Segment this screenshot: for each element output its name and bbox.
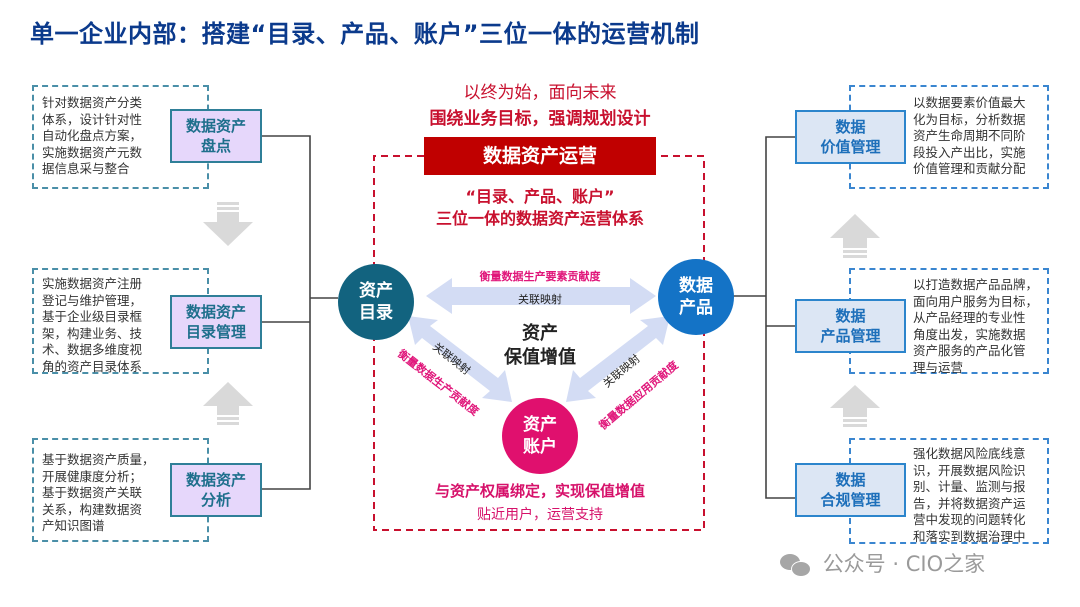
node-line: 资产 xyxy=(523,415,557,435)
desc-line: 和落实到数据治理中 xyxy=(913,528,1026,544)
asset-catalog-management-box[interactable]: 数据资产 目录管理 xyxy=(170,295,262,349)
box-line: 数据资产 xyxy=(185,471,246,489)
node-line: 产品 xyxy=(679,298,713,318)
analysis-description: 基于数据资产质量， 开展健康度分析； 基于数据资产关联 关系，构建数据资 产知识… xyxy=(32,438,209,542)
desc-line: 别、计量、监测与报 xyxy=(913,479,1026,494)
data-value-management-box[interactable]: 数据 价值管理 xyxy=(795,110,906,164)
desc-line: 架，构建业务、技 xyxy=(42,325,143,341)
desc-line: 自动化盘点方案， xyxy=(42,128,143,143)
right-double-arrow xyxy=(566,316,670,402)
desc-line: 角的资产目录体系 xyxy=(42,358,143,374)
desc-line: 面向用户服务为目标， xyxy=(913,293,1039,309)
desc-line: 段投入产出比，实施 xyxy=(913,144,1026,160)
desc-line: 针对数据资产分类 xyxy=(42,95,143,110)
box-line: 目录管理 xyxy=(185,323,246,341)
box-line: 数据 xyxy=(835,118,866,136)
up-arrow-icon xyxy=(830,385,880,427)
desc-line: 基于数据资产质量， xyxy=(42,452,155,467)
watermark-text: 公众号 · CIO之家 xyxy=(822,552,986,576)
watermark: 公众号 · CIO之家 xyxy=(780,548,985,578)
system-subtitle-2: 三位一体的数据资产运营体系 xyxy=(435,209,644,228)
top-arrow-label: 关联映射 xyxy=(518,293,562,306)
desc-line: 角度出发，实施数据 xyxy=(913,326,1026,342)
asset-account-node[interactable]: 资产 账户 xyxy=(502,398,578,474)
operations-banner: 数据资产运营 xyxy=(424,137,656,175)
top-arrow-metric: 衡量数据生产要素贡献度 xyxy=(479,270,601,283)
account-binding-text: 与资产权属绑定，实现保值增值 xyxy=(434,482,645,500)
page-title: 单一企业内部：搭建“目录、产品、账户”三位一体的运营机制 xyxy=(30,20,700,48)
desc-line: 体系，设计针对性 xyxy=(42,111,143,127)
slogan-line-1: 以终为始，面向未来 xyxy=(463,83,617,103)
down-arrow-icon xyxy=(203,202,253,246)
desc-line: 实施数据资产元数 xyxy=(42,144,143,160)
desc-line: 告，并将数据资产运 xyxy=(913,495,1026,511)
desc-line: 强化数据风险底线意 xyxy=(913,446,1026,461)
data-product-node[interactable]: 数据 产品 xyxy=(658,259,734,335)
desc-line: 化为目标，分析数据 xyxy=(913,111,1026,127)
box-line: 产品管理 xyxy=(820,327,881,345)
data-compliance-management-box[interactable]: 数据 合规管理 xyxy=(795,463,906,517)
box-line: 数据资产 xyxy=(185,303,246,321)
up-arrow-icon xyxy=(203,382,253,425)
desc-line: 产知识图谱 xyxy=(42,518,105,533)
catalog-description: 实施数据资产注册 登记与维护管理， 基于企业级目录框 架，构建业务、技 术、数据… xyxy=(32,268,209,374)
desc-line: 实施数据资产注册 xyxy=(42,276,143,291)
box-line: 数据资产 xyxy=(185,117,246,135)
desc-line: 以打造数据产品品牌， xyxy=(913,277,1039,292)
left-connector-lines xyxy=(262,135,338,490)
desc-line: 识，开展数据风险识 xyxy=(913,462,1026,478)
desc-line: 资产服务的产品化管 xyxy=(913,343,1026,358)
core-value-text: 资产 保值增值 xyxy=(460,322,620,370)
node-line: 账户 xyxy=(523,437,557,457)
desc-line: 从产品经理的专业性 xyxy=(913,310,1026,325)
core-line-2: 保值增值 xyxy=(504,347,576,368)
left-double-arrow xyxy=(408,316,512,402)
box-line: 数据 xyxy=(835,307,866,325)
desc-line: 理与运营 xyxy=(913,359,964,375)
box-line: 分析 xyxy=(200,491,231,509)
desc-line: 营中发现的问题转化 xyxy=(913,512,1026,527)
wechat-icon xyxy=(780,554,811,577)
inventory-description: 针对数据资产分类 体系，设计针对性 自动化盘点方案， 实施数据资产元数 据信息采… xyxy=(32,85,209,189)
node-line: 资产 xyxy=(359,281,393,301)
desc-line: 开展健康度分析； xyxy=(42,468,143,484)
node-line: 数据 xyxy=(679,276,713,296)
box-line: 数据 xyxy=(835,471,866,489)
up-arrow-icon xyxy=(830,214,880,258)
desc-line: 登记与维护管理， xyxy=(42,292,143,308)
system-subtitle-1: “目录、产品、账户” xyxy=(465,187,615,206)
value-description: 以数据要素价值最大 化为目标，分析数据 资产生命周期不同阶 段投入产出比，实施 … xyxy=(849,85,1049,189)
desc-line: 基于企业级目录框 xyxy=(42,309,143,324)
operations-frame xyxy=(373,155,705,531)
node-line: 目录 xyxy=(359,303,393,323)
top-double-arrow xyxy=(426,278,656,314)
desc-line: 关系，构建数据资 xyxy=(42,501,143,517)
box-line: 合规管理 xyxy=(820,491,881,509)
desc-line: 术、数据多维度视 xyxy=(42,342,143,357)
desc-line: 价值管理和贡献分配 xyxy=(913,161,1026,176)
slogan-line-2: 围绕业务目标，强调规划设计 xyxy=(429,109,651,129)
box-line: 盘点 xyxy=(200,137,231,155)
box-line: 价值管理 xyxy=(820,138,881,156)
data-product-management-box[interactable]: 数据 产品管理 xyxy=(795,299,906,353)
asset-inventory-box[interactable]: 数据资产 盘点 xyxy=(170,109,262,163)
asset-analysis-box[interactable]: 数据资产 分析 xyxy=(170,463,262,517)
desc-line: 以数据要素价值最大 xyxy=(913,95,1026,110)
asset-catalog-node[interactable]: 资产 目录 xyxy=(338,264,414,340)
desc-line: 据信息采与整合 xyxy=(42,161,130,176)
core-line-1: 资产 xyxy=(522,323,558,344)
desc-line: 资产生命周期不同阶 xyxy=(913,128,1026,143)
account-support-text: 贴近用户，运营支持 xyxy=(477,507,603,523)
desc-line: 基于数据资产关联 xyxy=(42,485,143,500)
